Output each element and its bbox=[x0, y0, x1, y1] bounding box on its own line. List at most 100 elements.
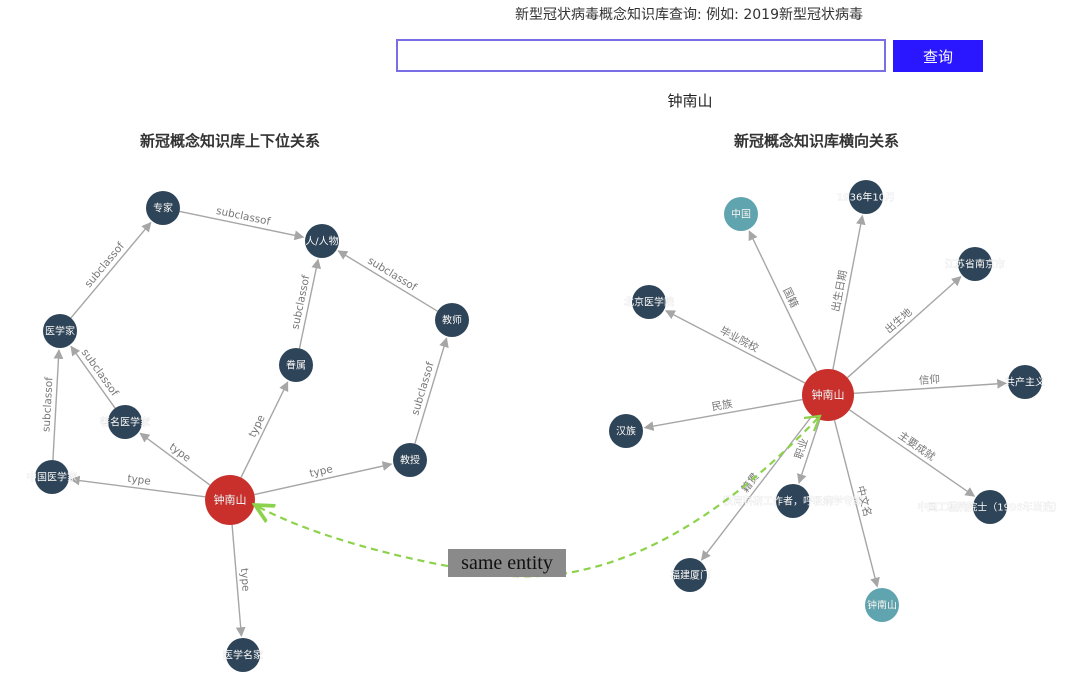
edge-right_graph-zns-hz bbox=[643, 398, 803, 431]
node-right_graph-zggcy[interactable]: 中国工程院院士（1996年当选） bbox=[917, 490, 1063, 524]
node-label: 福建厦门 bbox=[670, 569, 710, 582]
node-circle[interactable] bbox=[435, 303, 469, 337]
node-right_graph-d1936[interactable]: 1936年10月 bbox=[837, 180, 895, 214]
node-circle[interactable] bbox=[865, 588, 899, 622]
node-left_graph-jiaoshou[interactable]: 教授 bbox=[393, 443, 427, 477]
edge-label: type bbox=[238, 568, 252, 592]
node-circle[interactable] bbox=[776, 484, 810, 518]
node-circle[interactable] bbox=[973, 490, 1007, 524]
node-right_graph-fjxm[interactable]: 福建厦门 bbox=[670, 558, 710, 592]
edge-label: type bbox=[127, 473, 152, 488]
node-label: 钟南山 bbox=[867, 599, 897, 612]
node-left_graph-zgyxj[interactable]: 中国医学家 bbox=[27, 460, 77, 494]
node-circle[interactable] bbox=[279, 348, 313, 382]
edge-right_graph-zns-zns2 bbox=[833, 420, 880, 588]
node-label: 共产主义 bbox=[1005, 376, 1045, 389]
node-circle[interactable] bbox=[802, 369, 854, 421]
same-entity-dashed-path bbox=[255, 417, 819, 578]
node-label: 专家 bbox=[153, 202, 173, 215]
node-right_graph-jsnj[interactable]: 江苏省南京市 bbox=[945, 247, 1005, 281]
node-left_graph-zj[interactable]: 专家 bbox=[146, 191, 180, 225]
left-panel-title: 新冠概念知识库上下位关系 bbox=[140, 132, 321, 150]
node-label: 教师 bbox=[442, 314, 462, 327]
node-label: 钟南山 bbox=[214, 493, 247, 507]
node-circle[interactable] bbox=[958, 247, 992, 281]
search-button[interactable]: 查询 bbox=[893, 40, 983, 72]
edge-label: 信仰 bbox=[919, 373, 941, 387]
node-circle[interactable] bbox=[146, 191, 180, 225]
node-label: 著名医学家 bbox=[100, 416, 150, 429]
edge-label: subclassof bbox=[79, 347, 121, 399]
node-right_graph-jykg[interactable]: 教育科研工作者，呼吸病学专家 bbox=[723, 484, 863, 518]
node-circle[interactable] bbox=[1008, 365, 1042, 399]
node-label: 汉族 bbox=[616, 425, 636, 438]
node-label: 中国 bbox=[731, 208, 751, 221]
node-label: 教育科研工作者，呼吸病学专家 bbox=[723, 495, 863, 508]
result-entity-name: 钟南山 bbox=[667, 92, 713, 110]
edge-label: subclassof bbox=[40, 376, 55, 432]
node-circle[interactable] bbox=[724, 197, 758, 231]
search-input[interactable] bbox=[396, 39, 886, 72]
node-circle[interactable] bbox=[393, 443, 427, 477]
node-circle[interactable] bbox=[609, 414, 643, 448]
node-circle[interactable] bbox=[205, 475, 255, 525]
edge-label: 出生日期 bbox=[829, 269, 850, 313]
node-left_graph-zns[interactable]: 钟南山 bbox=[205, 475, 255, 525]
node-label: 教授 bbox=[400, 454, 420, 467]
edge-label: 民族 bbox=[711, 397, 734, 414]
node-left_graph-rrw[interactable]: 人/人物 bbox=[305, 224, 339, 258]
edge-right_graph-zns-zg bbox=[748, 230, 818, 372]
edge-left_graph-zns-yxmj bbox=[231, 524, 246, 638]
edge-left_graph-jiaoshou-js bbox=[414, 337, 449, 444]
node-circle[interactable] bbox=[43, 314, 77, 348]
node-label: 北京医学院 bbox=[624, 296, 674, 309]
edge-left_graph-yxj-zj bbox=[70, 221, 152, 319]
edge-label: subclassof bbox=[365, 255, 418, 294]
edge-label: 籍贯 bbox=[739, 470, 762, 495]
edge-left_graph-zj-rrw bbox=[179, 210, 305, 241]
edge-label: 国籍 bbox=[780, 285, 801, 310]
node-right_graph-zg[interactable]: 中国 bbox=[724, 197, 758, 231]
edge-right_graph-zns-fjxm bbox=[700, 415, 813, 561]
node-label: 1936年10月 bbox=[837, 191, 895, 204]
node-label: 中国工程院院士（1996年当选） bbox=[917, 501, 1062, 514]
edge-left_graph-zns-jsu bbox=[240, 381, 289, 478]
node-circle[interactable] bbox=[673, 558, 707, 592]
node-circle[interactable] bbox=[849, 180, 883, 214]
edge-left_graph-zns-jiaoshou bbox=[254, 461, 393, 496]
edge-right_graph-zns-d1936 bbox=[832, 214, 866, 370]
node-right_graph-gczy[interactable]: 共产主义 bbox=[1005, 365, 1045, 399]
same-entity-arrowhead-right bbox=[803, 414, 822, 432]
edge-label: subclassof bbox=[82, 240, 127, 290]
same-entity-link bbox=[255, 414, 822, 578]
node-circle[interactable] bbox=[35, 460, 69, 494]
query-hint-label: 新型冠状病毒概念知识库查询: 例如: 2019新型冠状病毒 bbox=[515, 7, 863, 23]
node-circle[interactable] bbox=[305, 224, 339, 258]
edge-left_graph-zmyxj-yxj bbox=[70, 345, 116, 409]
node-right_graph-zns2[interactable]: 钟南山 bbox=[865, 588, 899, 622]
node-left_graph-jsu[interactable]: 眷属 bbox=[279, 348, 313, 382]
edge-right_graph-zns-bjyxy bbox=[664, 310, 806, 384]
node-label: 医学名家 bbox=[223, 649, 263, 662]
node-left_graph-yxmj[interactable]: 医学名家 bbox=[223, 638, 263, 672]
edge-left_graph-zns-zgyxj bbox=[69, 475, 206, 498]
node-right_graph-zns[interactable]: 钟南山 bbox=[802, 369, 854, 421]
node-right_graph-hz[interactable]: 汉族 bbox=[609, 414, 643, 448]
edge-left_graph-zns-zmyxj bbox=[139, 432, 211, 486]
node-label: 人/人物 bbox=[305, 235, 338, 248]
edge-right_graph-zns-jykg bbox=[797, 419, 821, 484]
node-left_graph-js[interactable]: 教师 bbox=[435, 303, 469, 337]
node-left_graph-zmyxj[interactable]: 著名医学家 bbox=[100, 405, 150, 439]
node-circle[interactable] bbox=[108, 405, 142, 439]
node-label: 钟南山 bbox=[812, 388, 845, 402]
node-circle[interactable] bbox=[226, 638, 260, 672]
node-circle[interactable] bbox=[632, 285, 666, 319]
same-entity-annotation: same entity bbox=[448, 549, 566, 577]
node-label: 眷属 bbox=[286, 359, 306, 372]
node-right_graph-bjyxy[interactable]: 北京医学院 bbox=[624, 285, 674, 319]
edge-right_graph-zns-jsnj bbox=[846, 275, 962, 379]
node-left_graph-yxj[interactable]: 医学家 bbox=[43, 314, 77, 348]
edge-label: 毕业院校 bbox=[718, 324, 762, 355]
